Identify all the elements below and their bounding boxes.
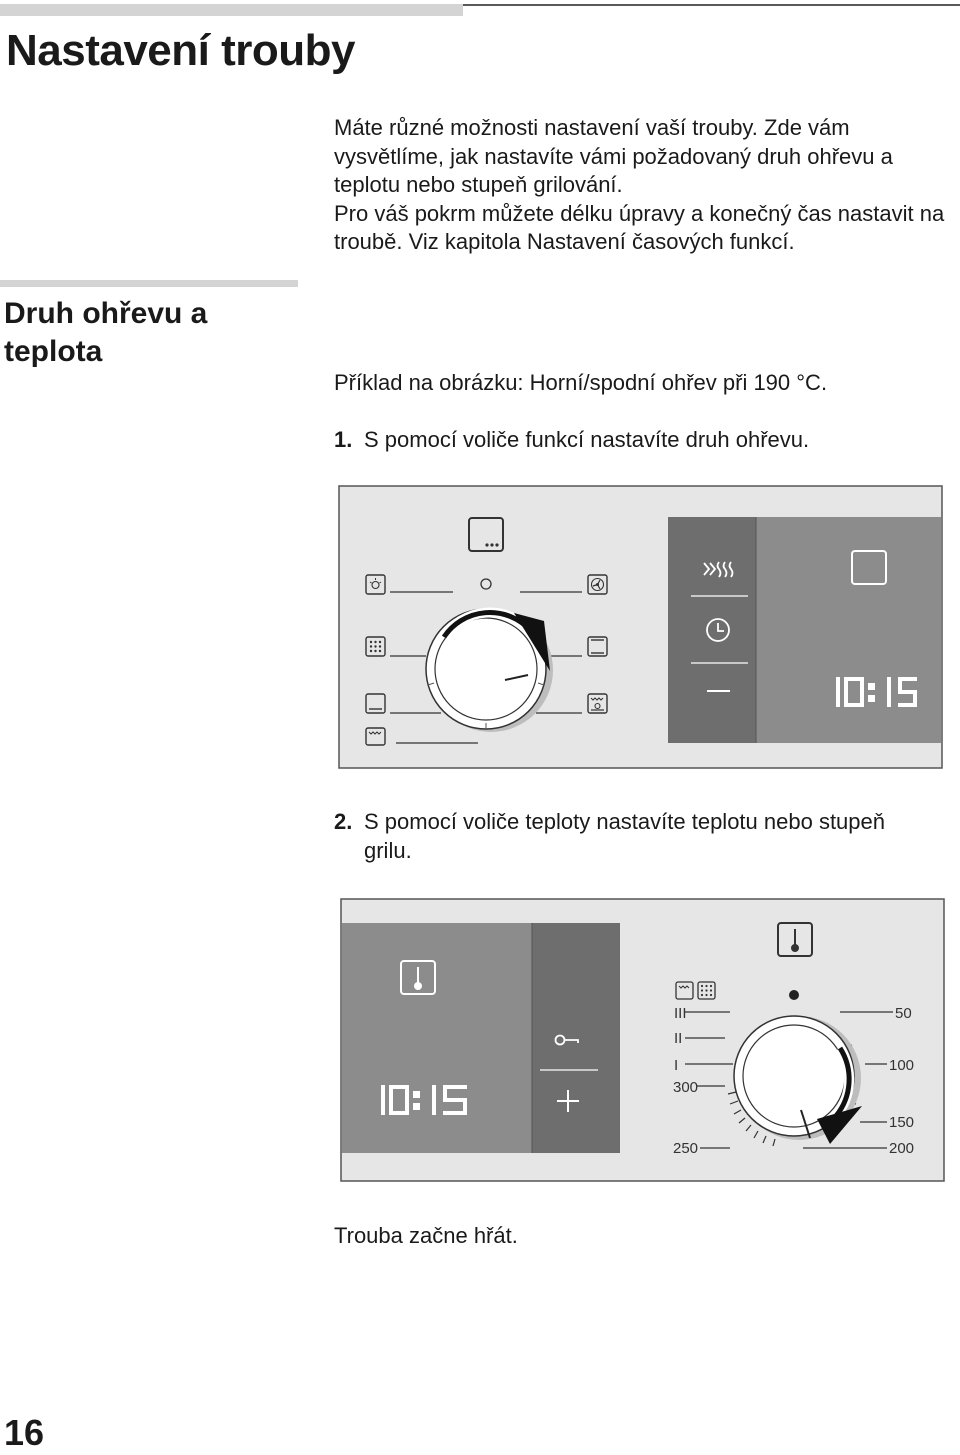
temperature-selector-figure: III II I 300 250 50 100 150 200 [340, 898, 945, 1182]
step-1: 1. S pomocí voliče funkcí nastavíte druh… [334, 426, 934, 455]
oven-menu-icon [468, 517, 504, 552]
time-display [836, 677, 917, 707]
bottom-heat-icon [365, 693, 386, 714]
page-title: Nastavení trouby [6, 26, 355, 75]
grill-icon [365, 727, 386, 746]
temp-300-label: 300 [673, 1079, 698, 1096]
rotate-arrow-icon [817, 1106, 862, 1144]
grill-level-3-label: III [674, 1005, 687, 1022]
temp-250-label: 250 [673, 1140, 698, 1157]
temp-100-label: 100 [889, 1057, 914, 1074]
temperature-knob [733, 1015, 862, 1144]
grill-level-2-label: II [674, 1030, 682, 1047]
intro-paragraph-2: Pro váš pokrm můžete délku úpravy a kone… [334, 200, 945, 255]
hot-air-icon [587, 574, 608, 595]
display-thermometer-icon [400, 960, 436, 995]
page-number: 16 [4, 1412, 45, 1453]
rotate-arrow-icon [514, 613, 550, 671]
intro-paragraph-1: Máte různé možnosti nastavení vaší troub… [334, 115, 893, 197]
thermometer-icon [777, 922, 813, 957]
pizza-icon [587, 693, 608, 714]
clock-icon [706, 618, 730, 642]
temp-50-label: 50 [895, 1005, 912, 1022]
oven-display-icon [851, 550, 887, 585]
plus-icon [557, 1090, 579, 1112]
grill-large-icon [365, 636, 386, 657]
closing-text: Trouba začne hřát. [334, 1223, 518, 1248]
rapid-heat-icon [703, 561, 734, 578]
function-selector-figure [338, 485, 943, 769]
example-caption: Příklad na obrázku: Horní/spodní ohřev p… [334, 370, 828, 395]
step-2: 2. S pomocí voliče teploty nastavíte tep… [334, 808, 934, 865]
step-number: 1. [334, 427, 353, 452]
step-text: S pomocí voliče funkcí nastavíte druh oh… [364, 427, 810, 452]
function-knob [425, 607, 553, 732]
section-bar [0, 280, 298, 287]
grill-level-1-label: I [674, 1057, 678, 1074]
time-display [381, 1085, 467, 1115]
intro-text: Máte různé možnosti nastavení vaší troub… [334, 114, 960, 257]
section-heading: Druh ohřevu a teplota [4, 297, 208, 368]
grill-icon [675, 981, 694, 1000]
key-icon [554, 1034, 579, 1046]
step-text: S pomocí voliče teploty nastavíte teplot… [364, 809, 885, 863]
control-display [668, 517, 941, 743]
header-rule [463, 4, 960, 6]
header-bar [0, 4, 463, 16]
temp-150-label: 150 [889, 1114, 914, 1131]
temp-200-label: 200 [889, 1140, 914, 1157]
top-bottom-heat-icon [587, 636, 608, 657]
step-number: 2. [334, 809, 353, 834]
lamp-icon [365, 574, 386, 595]
grill-large-icon [697, 981, 716, 1000]
